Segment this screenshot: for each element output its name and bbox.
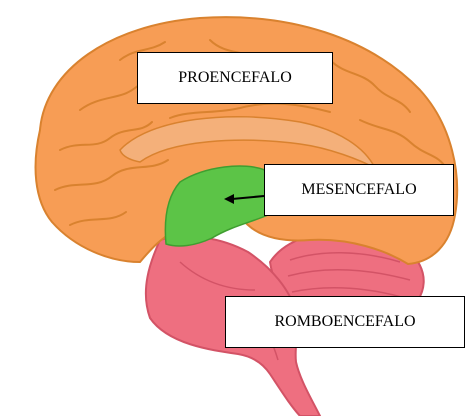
label-rhombencephalon: ROMBOENCEFALO (225, 296, 465, 348)
label-prosencephalon: PROENCEFALO (137, 52, 333, 104)
label-mesencephalon-text: MESENCEFALO (301, 181, 416, 199)
label-prosencephalon-text: PROENCEFALO (178, 69, 292, 87)
label-rhombencephalon-text: ROMBOENCEFALO (274, 313, 415, 331)
label-mesencephalon: MESENCEFALO (264, 164, 454, 216)
